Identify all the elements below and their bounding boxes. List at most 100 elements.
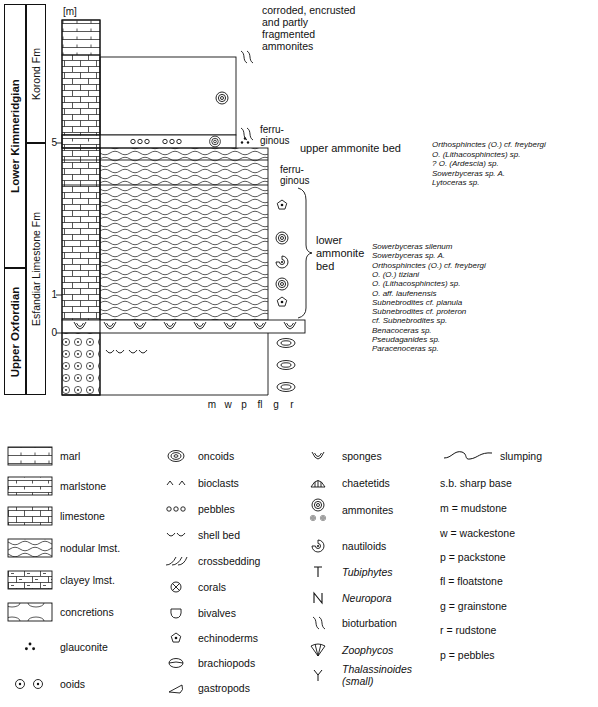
legend-label: nautiloids [342, 540, 386, 552]
limestone-bed [62, 55, 100, 135]
legend-label: concretions [60, 606, 114, 618]
marlstone-bed [62, 135, 100, 148]
legend-sample [314, 670, 322, 681]
legend-label: Neuropora [342, 592, 392, 604]
legend-sample [8, 539, 52, 557]
annotation: corroded, encrusted and partly fragmente… [262, 4, 362, 52]
scale-unit: [m] [63, 6, 77, 18]
legend-label: corals [198, 581, 226, 593]
legend-label: p = packstone [440, 551, 506, 563]
sponge-symbol [134, 322, 146, 329]
taxon-name: cf. Subnebrodites sp. [372, 316, 447, 325]
sponge-symbol [284, 322, 296, 329]
legend-label: clayey lmst. [60, 574, 115, 586]
concretion-symbol [277, 361, 295, 370]
stratigraphic-band: Upper Oxfordian [4, 268, 26, 395]
legend-sample [169, 685, 183, 693]
stratigraphic-band: Korond Fm [26, 4, 46, 143]
sponge-symbol [224, 322, 236, 329]
ammonite-symbol [216, 92, 228, 104]
bed-label: upper ammonite bed [300, 142, 401, 155]
lithology-column [56, 20, 312, 395]
bed-outline [100, 57, 236, 135]
pebbles-symbol [163, 139, 181, 143]
band-label: Esfandiar Limestone Fm [30, 212, 42, 326]
legend-label: ammonites [342, 504, 393, 516]
taxon-name: Subnebrodites cf. planula [372, 298, 462, 307]
legend-sample [8, 447, 52, 465]
texture-axis-letter: m [204, 399, 220, 411]
column-outline [62, 20, 100, 395]
stratigraphic-band: Lower Kimmeridgian [4, 4, 26, 268]
ammonite-symbol [276, 232, 288, 244]
annotation: ferru- ginous [280, 164, 316, 186]
legend-label: fl = floatstone [440, 575, 503, 587]
taxon-name: Sowerbyceras sp. A. [432, 169, 505, 178]
legend-label: pebbles [198, 503, 235, 515]
legend-sample [34, 680, 43, 689]
legend-label: chaetetids [342, 477, 390, 489]
legend-label: bivalves [198, 607, 236, 619]
band-label: Korond Fm [30, 48, 42, 100]
taxon-name: O. aff. laufenensis [372, 289, 436, 298]
stratigraphic-band: Esfandiar Limestone Fm [26, 143, 46, 395]
taxon-name: Pseudaganides sp. [372, 335, 440, 344]
legend-label: w = wackestone [440, 527, 515, 539]
bed-line [62, 160, 268, 185]
limestone-bed [62, 148, 100, 320]
pebbles-symbol [131, 139, 149, 143]
legend-label: slumping [500, 450, 542, 462]
legend-sample [167, 507, 185, 511]
scale-number: 0 [44, 327, 57, 339]
ooid-bed [62, 333, 100, 395]
legend-label: nodular lmst. [60, 542, 120, 554]
annotation: ferru- ginous [260, 124, 296, 146]
glauconite-symbol [241, 137, 249, 143]
legend-sample [171, 633, 181, 642]
taxon-name: Subnebrodites cf. proteron [372, 307, 466, 316]
sponge-symbol [194, 322, 206, 329]
legend-sample [171, 582, 181, 592]
band-label: Upper Oxfordian [9, 286, 21, 377]
sponge-symbol [164, 322, 176, 329]
legend-sample [311, 481, 325, 488]
legend-label: limestone [60, 510, 105, 522]
band-label: Lower Kimmeridgian [9, 79, 21, 193]
legend-label: m = mudstone [440, 502, 507, 514]
legend-label: bioturbation [342, 617, 397, 629]
texture-axis-letter: g [268, 399, 284, 411]
legend-label: bioclasts [198, 477, 239, 489]
taxon-name: Orthosphinctes (O.) cf. freybergi [432, 140, 546, 149]
bioturbation-symbol [241, 128, 253, 140]
taxon-name: Orthosphinctes (O.) cf. freybergi [372, 261, 486, 270]
texture-axis-letter: r [284, 399, 300, 411]
legend-label: r = rudstone [440, 624, 496, 636]
legend-sample [320, 515, 325, 520]
legend-sample [444, 452, 492, 459]
sponge-symbol [104, 322, 116, 329]
legend-label: oncoids [198, 450, 234, 462]
upper-ammonite-bed [62, 135, 236, 148]
echinoderm-symbol [277, 200, 287, 209]
legend-sample [25, 643, 35, 651]
legend-sample [312, 540, 324, 552]
shell-bed-symbol [106, 350, 124, 353]
scale-number: 1 [44, 289, 57, 301]
legend-sample [311, 644, 325, 656]
legend-sample [169, 659, 183, 668]
taxon-name: ? O. (Ardescia) sp. [432, 159, 499, 168]
scale-number: 5 [44, 137, 57, 149]
ammonite-symbol [276, 278, 288, 290]
legend-sample [16, 680, 25, 689]
legend-label: sponges [342, 450, 382, 462]
ammonite-symbol [210, 136, 221, 147]
legend-sample [168, 451, 184, 462]
legend-label: glauconite [60, 641, 108, 653]
legend-label: marl [60, 450, 80, 462]
legend-label: p = pebbles [440, 649, 495, 661]
legend-sample [8, 603, 52, 621]
legend-label: shell bed [198, 529, 240, 541]
nautiloid-symbol [276, 256, 288, 268]
fossil-symbols [74, 51, 296, 392]
taxon-name: Sowerbyceras silenum [372, 242, 452, 251]
